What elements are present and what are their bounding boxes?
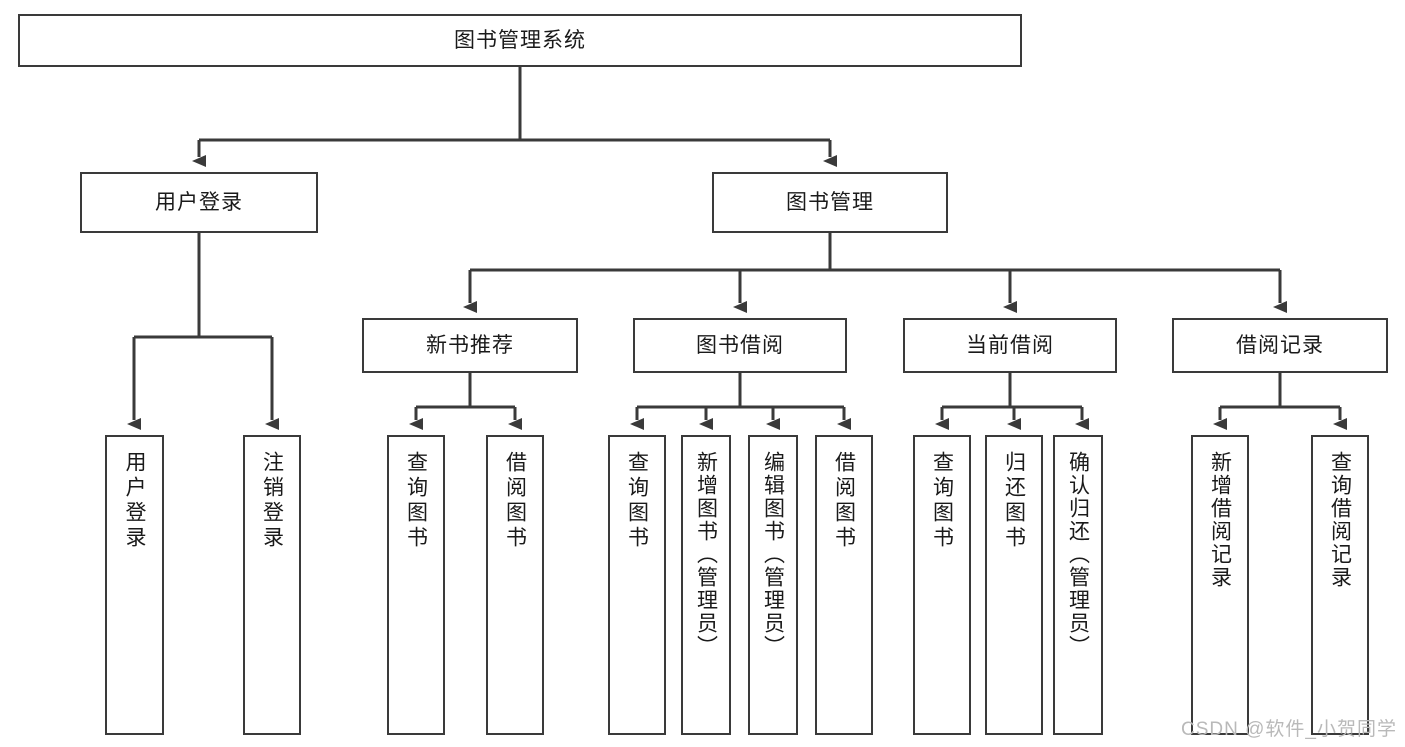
node-borrow-record-label: 借阅记录 bbox=[1236, 333, 1324, 357]
node-book-manage[interactable]: 图书管理 bbox=[712, 172, 948, 233]
node-leaf-borrow-book-rec[interactable]: 借阅图书 bbox=[486, 435, 544, 735]
node-leaf-edit-book-label: 编辑图书（管理员） bbox=[761, 451, 785, 658]
node-leaf-user-login-label: 用户登录 bbox=[123, 451, 146, 551]
watermark: CSDN @软件_小贺同学 bbox=[1181, 719, 1397, 740]
node-leaf-return-book-label: 归还图书 bbox=[1002, 451, 1026, 551]
node-leaf-query-book-borrow[interactable]: 查询图书 bbox=[608, 435, 666, 735]
node-leaf-query-book-cur[interactable]: 查询图书 bbox=[913, 435, 971, 735]
node-leaf-user-login[interactable]: 用户登录 bbox=[105, 435, 164, 735]
node-leaf-query-book-rec-label: 查询图书 bbox=[404, 451, 428, 551]
node-root-label: 图书管理系统 bbox=[454, 28, 586, 52]
node-leaf-edit-book[interactable]: 编辑图书（管理员） bbox=[748, 435, 798, 735]
node-leaf-add-book-label: 新增图书（管理员） bbox=[694, 451, 718, 658]
node-leaf-add-record[interactable]: 新增借阅记录 bbox=[1191, 435, 1249, 735]
node-new-book-rec-label: 新书推荐 bbox=[426, 333, 514, 357]
node-leaf-query-book-borrow-label: 查询图书 bbox=[625, 451, 649, 551]
node-user-login[interactable]: 用户登录 bbox=[80, 172, 318, 233]
node-book-borrow[interactable]: 图书借阅 bbox=[633, 318, 847, 373]
node-leaf-return-book[interactable]: 归还图书 bbox=[985, 435, 1043, 735]
node-leaf-logout-label: 注销登录 bbox=[260, 451, 284, 551]
node-book-manage-label: 图书管理 bbox=[786, 190, 874, 214]
node-user-login-label: 用户登录 bbox=[155, 190, 243, 214]
node-book-borrow-label: 图书借阅 bbox=[696, 333, 784, 357]
node-root[interactable]: 图书管理系统 bbox=[18, 14, 1022, 67]
node-leaf-add-book[interactable]: 新增图书（管理员） bbox=[681, 435, 731, 735]
node-leaf-borrow-book-label: 借阅图书 bbox=[832, 451, 856, 551]
node-current-borrow[interactable]: 当前借阅 bbox=[903, 318, 1117, 373]
node-leaf-add-record-label: 新增借阅记录 bbox=[1208, 451, 1232, 589]
node-leaf-borrow-book[interactable]: 借阅图书 bbox=[815, 435, 873, 735]
node-new-book-rec[interactable]: 新书推荐 bbox=[362, 318, 578, 373]
node-leaf-query-book-cur-label: 查询图书 bbox=[930, 451, 954, 551]
node-current-borrow-label: 当前借阅 bbox=[966, 333, 1054, 357]
node-leaf-confirm-return-label: 确认归还（管理员） bbox=[1066, 451, 1090, 658]
node-leaf-logout[interactable]: 注销登录 bbox=[243, 435, 301, 735]
node-leaf-confirm-return[interactable]: 确认归还（管理员） bbox=[1053, 435, 1103, 735]
node-borrow-record[interactable]: 借阅记录 bbox=[1172, 318, 1388, 373]
node-leaf-borrow-book-rec-label: 借阅图书 bbox=[503, 451, 527, 551]
node-leaf-query-record[interactable]: 查询借阅记录 bbox=[1311, 435, 1369, 735]
node-leaf-query-record-label: 查询借阅记录 bbox=[1328, 451, 1352, 589]
node-leaf-query-book-rec[interactable]: 查询图书 bbox=[387, 435, 445, 735]
